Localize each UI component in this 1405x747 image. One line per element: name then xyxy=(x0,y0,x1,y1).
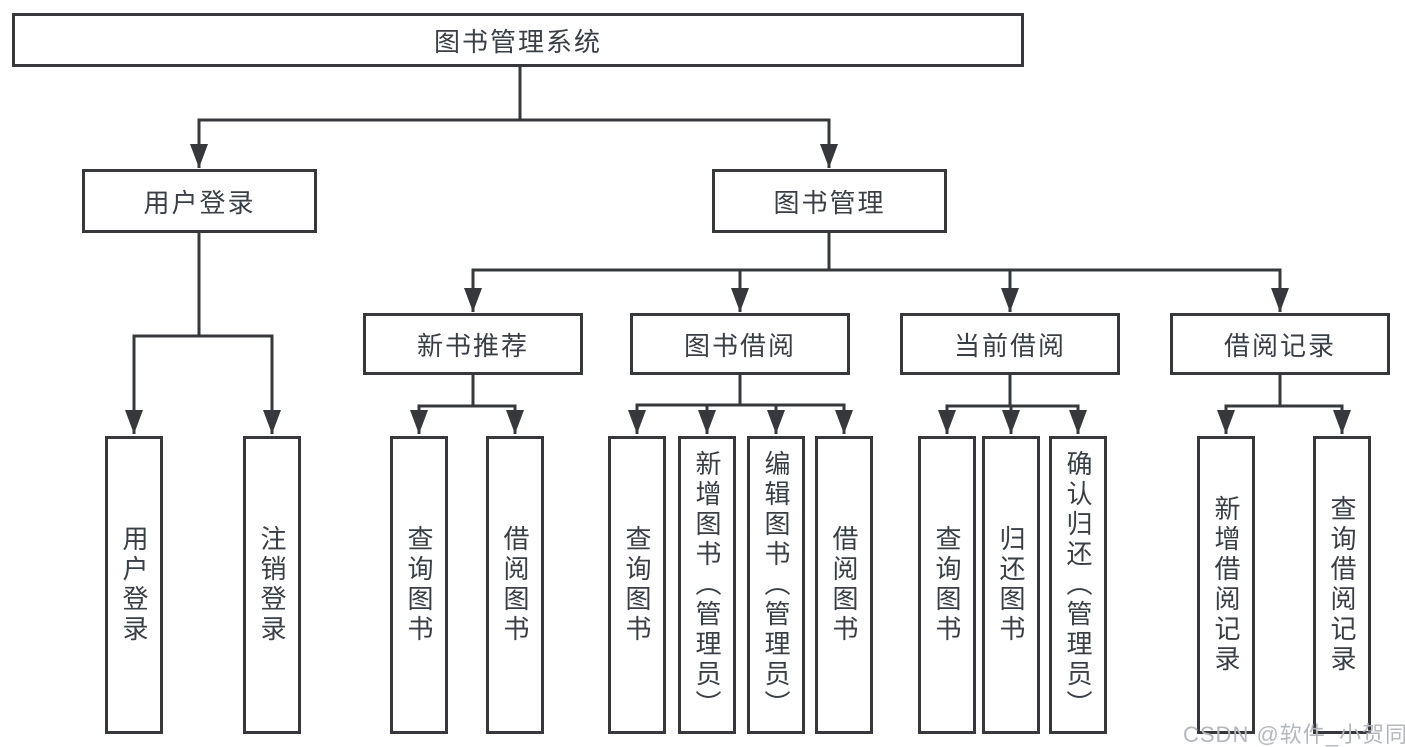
leaf-borrow-edit-book-admin-label: 编辑图书（管理员） xyxy=(761,450,791,720)
node-borrow-records: 借阅记录 xyxy=(1170,313,1390,375)
leaf-recommend-query-books: 查询图书 xyxy=(390,436,448,734)
node-new-book-recommend-label: 新书推荐 xyxy=(416,330,529,361)
leaf-borrow-borrow-books: 借阅图书 xyxy=(815,436,873,734)
node-book-management: 图书管理 xyxy=(712,169,947,233)
leaf-records-add-record: 新增借阅记录 xyxy=(1197,436,1255,734)
leaf-recommend-borrow-books-label: 借阅图书 xyxy=(500,525,530,645)
node-borrow-records-label: 借阅记录 xyxy=(1223,330,1336,361)
node-book-borrow: 图书借阅 xyxy=(630,313,850,375)
leaf-borrow-borrow-books-label: 借阅图书 xyxy=(829,525,859,645)
leaf-current-confirm-return-admin-label: 确认归还（管理员） xyxy=(1063,450,1093,720)
node-user-login-label: 用户登录 xyxy=(143,187,256,218)
node-book-borrow-label: 图书借阅 xyxy=(683,330,796,361)
leaf-borrow-query-books: 查询图书 xyxy=(608,436,666,734)
csdn-watermark: CSDN @软件_小贺同学 xyxy=(1183,722,1405,747)
leaf-borrow-query-books-label: 查询图书 xyxy=(622,525,652,645)
leaf-records-add-record-label: 新增借阅记录 xyxy=(1211,495,1241,675)
node-current-borrow-label: 当前借阅 xyxy=(953,330,1066,361)
node-book-management-label: 图书管理 xyxy=(773,187,886,218)
leaf-current-confirm-return-admin: 确认归还（管理员） xyxy=(1049,436,1107,734)
leaf-user-login: 用户登录 xyxy=(105,436,163,734)
leaf-borrow-edit-book-admin: 编辑图书（管理员） xyxy=(747,436,805,734)
leaf-borrow-add-book-admin: 新增图书（管理员） xyxy=(678,436,736,734)
node-user-login: 用户登录 xyxy=(82,169,317,233)
leaf-user-login-label: 用户登录 xyxy=(119,525,149,645)
leaf-logout-label: 注销登录 xyxy=(257,525,287,645)
leaf-recommend-query-books-label: 查询图书 xyxy=(404,525,434,645)
node-new-book-recommend: 新书推荐 xyxy=(363,313,583,375)
leaf-current-return-book-label: 归还图书 xyxy=(996,525,1026,645)
leaf-records-query-record-label: 查询借阅记录 xyxy=(1327,495,1357,675)
leaf-recommend-borrow-books: 借阅图书 xyxy=(486,436,544,734)
node-root: 图书管理系统 xyxy=(12,13,1024,67)
leaf-current-query-books: 查询图书 xyxy=(918,436,976,734)
leaf-records-query-record: 查询借阅记录 xyxy=(1313,436,1371,734)
leaf-current-query-books-label: 查询图书 xyxy=(932,525,962,645)
leaf-logout: 注销登录 xyxy=(243,436,301,734)
leaf-current-return-book: 归还图书 xyxy=(982,436,1040,734)
leaf-borrow-add-book-admin-label: 新增图书（管理员） xyxy=(692,450,722,720)
node-current-borrow: 当前借阅 xyxy=(900,313,1120,375)
node-root-label: 图书管理系统 xyxy=(433,26,602,57)
